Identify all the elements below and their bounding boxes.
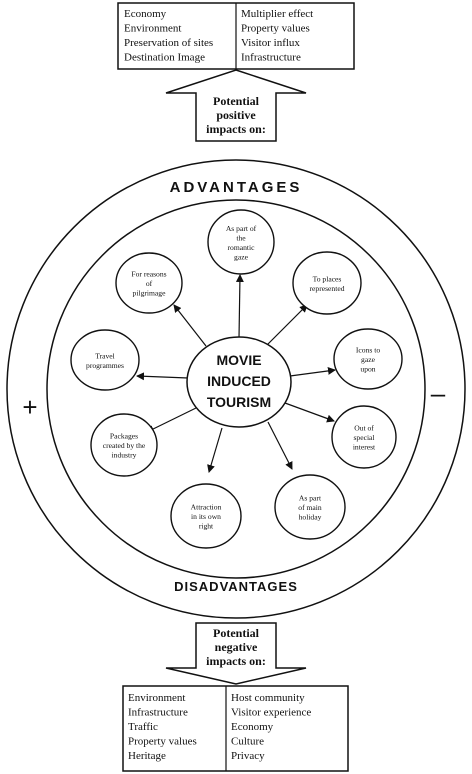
node-label-line: created by the: [103, 441, 146, 450]
center-topic: MOVIE INDUCED TOURISM: [186, 336, 292, 428]
minus-sign: –: [431, 378, 446, 408]
arrow-to-packages: [146, 407, 197, 433]
node-circle: [274, 474, 346, 540]
arrow-to-places-represented: [266, 304, 308, 346]
impact-item: Heritage: [128, 750, 166, 762]
center-line-1: MOVIE: [216, 352, 261, 368]
impact-item: Destination Image: [124, 52, 205, 64]
arrow-to-attraction: [207, 427, 223, 473]
positive-arrow-line-3: impacts on:: [206, 122, 266, 136]
node-label-line: gaze: [361, 355, 376, 364]
negative-arrow-line-2: negative: [215, 640, 258, 654]
node-label-line: right: [199, 522, 214, 531]
node-label-line: holiday: [299, 513, 322, 522]
impact-item: Environment: [128, 692, 185, 704]
node-circle: [207, 209, 275, 275]
node-label-line: represented: [310, 284, 345, 293]
center-arrows: [136, 274, 336, 473]
center-line-3: TOURISM: [207, 394, 271, 410]
arrow-to-special-interest: [284, 402, 335, 423]
negative-impacts-arrow: Potential negative impacts on:: [165, 622, 307, 685]
impact-item: Visitor influx: [241, 37, 300, 49]
outer-ring: [6, 159, 466, 619]
disadvantages-label: DISADVANTAGES: [174, 579, 298, 594]
positive-arrow-line-1: Potential: [213, 94, 260, 108]
node-label-line: Attraction: [191, 503, 222, 512]
positive-arrow-line-2: positive: [216, 108, 256, 122]
impact-item: Economy: [231, 721, 274, 733]
node-label-line: For reasons: [131, 270, 166, 279]
node-label-line: industry: [112, 451, 137, 460]
plus-sign: +: [22, 392, 37, 422]
node-label-line: gaze: [234, 252, 249, 261]
node-label-line: the: [236, 233, 246, 242]
impact-item: Visitor experience: [231, 707, 311, 719]
impact-item: Property values: [128, 736, 197, 748]
node-circle: [115, 252, 183, 314]
arrow-to-main-holiday: [267, 421, 293, 470]
node-circle: [333, 328, 403, 390]
positive-impacts-arrow: Potential positive impacts on:: [165, 69, 307, 142]
node-circle: [292, 251, 362, 315]
impact-item: Traffic: [128, 721, 158, 733]
node-label-line: special: [353, 433, 374, 442]
node-label-line: Out of: [354, 424, 374, 433]
node-label-line: pilgrimage: [133, 289, 167, 298]
impact-item: Privacy: [231, 750, 265, 762]
impact-item: Economy: [124, 8, 167, 20]
node-label-line: To places: [313, 274, 342, 283]
impact-item: Culture: [231, 736, 264, 748]
node-label-line: romantic: [228, 243, 256, 252]
impact-item: Preservation of sites: [124, 37, 213, 49]
impact-item: Environment: [124, 23, 181, 35]
advantages-label: ADVANTAGES: [170, 179, 303, 196]
node-label-line: Travel: [95, 351, 115, 360]
negative-impacts-box: EnvironmentInfrastructureTrafficProperty…: [122, 685, 349, 772]
node-label-line: programmes: [86, 361, 124, 370]
node-label-line: As part: [299, 494, 322, 503]
node-label-line: Icons to: [356, 346, 380, 355]
node-label-line: Packages: [110, 432, 138, 441]
node-circle: [90, 413, 158, 477]
node-label-line: interest: [353, 443, 376, 452]
inner-ring: [46, 199, 426, 579]
center-line-2: INDUCED: [207, 373, 271, 389]
impact-item: Multiplier effect: [241, 8, 313, 20]
node-label-line: in its own: [191, 512, 221, 521]
arrow-to-travel-programmes: [136, 372, 189, 381]
node-circle: [170, 483, 242, 549]
node-label-line: of: [146, 279, 153, 288]
node-label-line: of main: [298, 503, 322, 512]
negative-impacts-left-column: EnvironmentInfrastructureTrafficProperty…: [128, 692, 197, 762]
arrow-to-icons: [289, 366, 336, 377]
impact-item: Host community: [231, 692, 305, 704]
node-circle: [70, 329, 140, 391]
impact-item: Infrastructure: [128, 707, 188, 719]
arrow-to-romantic-gaze: [235, 274, 244, 339]
negative-arrow-line-1: Potential: [213, 626, 260, 640]
node-circle: [331, 405, 397, 469]
node-label-line: upon: [360, 365, 375, 374]
impact-item: Property values: [241, 23, 310, 35]
impact-item: Infrastructure: [241, 52, 301, 64]
node-label-line: As part of: [226, 224, 257, 233]
arrow-to-pilgrimage: [173, 304, 207, 347]
negative-arrow-line-3: impacts on:: [206, 654, 266, 668]
